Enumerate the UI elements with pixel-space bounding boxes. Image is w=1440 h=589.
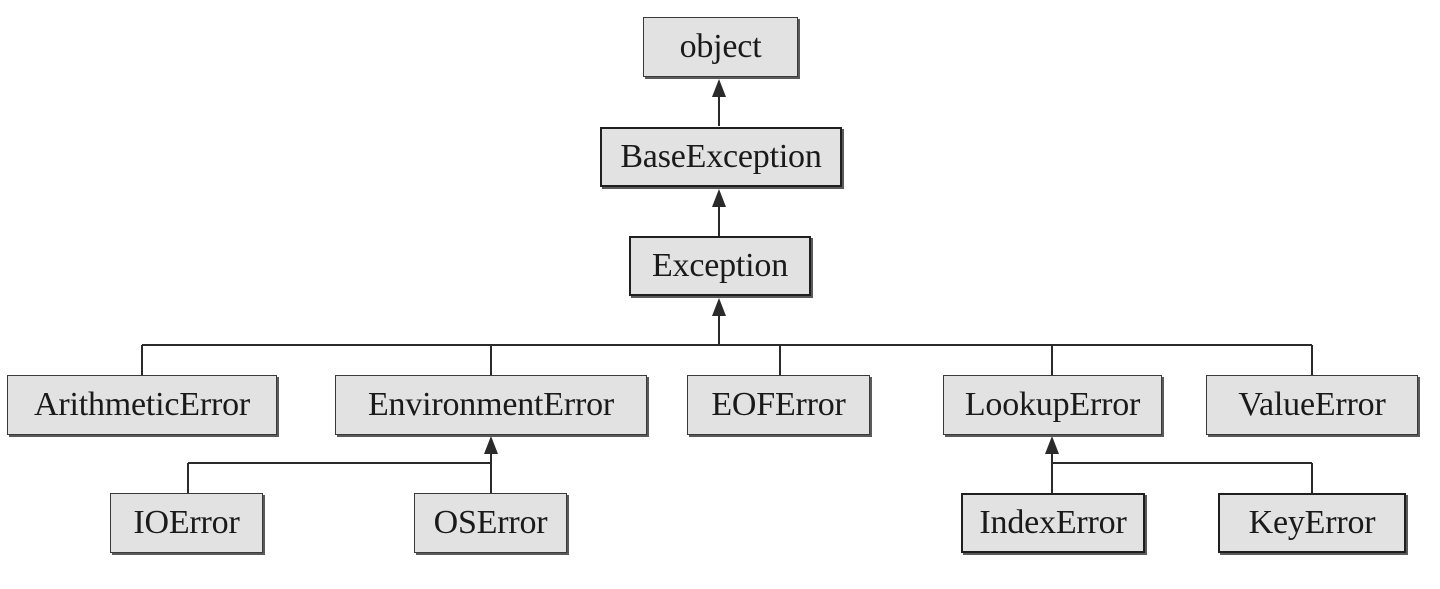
- node-arithmetic-error: ArithmeticError: [7, 375, 277, 435]
- arrowhead-lookup-error: [1045, 436, 1059, 454]
- arrowhead-environment-error: [484, 436, 498, 454]
- node-key-error: KeyError: [1218, 493, 1406, 553]
- node-lookup-error: LookupError: [943, 375, 1162, 435]
- node-environment-error: EnvironmentError: [335, 375, 647, 435]
- node-os-error: OSError: [414, 493, 567, 553]
- node-value-error: ValueError: [1206, 375, 1418, 435]
- arrowhead-object: [712, 79, 726, 97]
- arrowhead-base-exception: [712, 189, 726, 207]
- node-index-error: IndexError: [961, 493, 1145, 553]
- node-exception: Exception: [629, 236, 811, 296]
- node-base-exception: BaseException: [600, 127, 842, 187]
- node-eof-error: EOFError: [687, 375, 870, 435]
- arrowhead-exception: [712, 298, 726, 316]
- node-object: object: [643, 17, 798, 77]
- node-io-error: IOError: [110, 493, 263, 553]
